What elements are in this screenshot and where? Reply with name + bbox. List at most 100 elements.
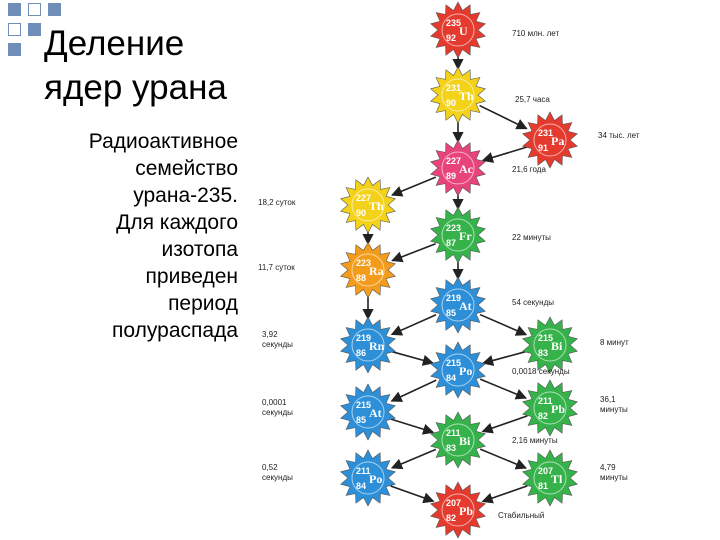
nuclide-core bbox=[351, 461, 385, 495]
nuclide-core bbox=[441, 353, 475, 387]
half-life-label: 21,6 года bbox=[512, 165, 546, 174]
half-life-line: 4,79 bbox=[600, 463, 616, 472]
nuclide-core bbox=[533, 391, 567, 425]
description-line: приведен bbox=[145, 265, 238, 288]
nuclide-symbol: At bbox=[369, 406, 382, 420]
description-line: Для каждого bbox=[116, 211, 238, 234]
decay-arrow-rn219-po215 bbox=[390, 350, 435, 366]
description-line: Радиоактивное bbox=[88, 130, 238, 153]
half-life-line: секунды bbox=[262, 408, 293, 417]
nuclide-atomic-number: 88 bbox=[356, 273, 366, 283]
nuclide-symbol: Ac bbox=[459, 162, 474, 176]
decay-arrow-po215-pb211 bbox=[479, 378, 528, 400]
half-life-line: секунды bbox=[262, 340, 293, 349]
nuclide-core bbox=[441, 78, 475, 112]
nuclide-atomic-number: 81 bbox=[538, 481, 548, 491]
nuclide-mass: 207 bbox=[538, 466, 553, 476]
half-life-line: 0,0001 bbox=[262, 398, 287, 407]
nuclide-mass: 223 bbox=[446, 223, 461, 233]
nuclide-core bbox=[533, 123, 567, 157]
nuclide-mass: 223 bbox=[356, 258, 371, 268]
half-life-line: 2,16 минуты bbox=[512, 436, 558, 445]
nuclide-atomic-number: 87 bbox=[446, 238, 456, 248]
nuclide-symbol: Po bbox=[459, 364, 472, 378]
slide-title: Деление ядер урана bbox=[44, 22, 227, 110]
nuclide-atomic-number: 86 bbox=[356, 348, 366, 358]
nuclide-core bbox=[441, 218, 475, 252]
nuclide-symbol: Pa bbox=[551, 134, 564, 148]
nuclide-mass: 219 bbox=[446, 293, 461, 303]
nuclide-atomic-number: 85 bbox=[446, 308, 456, 318]
nuclide-mass: 215 bbox=[356, 400, 371, 410]
decay-arrow-at219-rn219 bbox=[390, 314, 437, 336]
nuclide-symbol: Th bbox=[459, 89, 474, 103]
half-life-label: 2,16 минуты bbox=[512, 436, 558, 445]
nuclide-atomic-number: 90 bbox=[356, 208, 366, 218]
nuclide-atomic-number: 85 bbox=[356, 415, 366, 425]
nuclide-mass: 211 bbox=[356, 466, 371, 476]
nuclide-mass: 227 bbox=[356, 193, 371, 203]
half-life-line: 54 секунды bbox=[512, 298, 554, 307]
description-line: полураспада bbox=[112, 319, 238, 342]
title-line-2: ядер урана bbox=[44, 68, 227, 107]
nuclide-mass: 207 bbox=[446, 498, 461, 508]
decay-arrow-pa231-ac227 bbox=[481, 146, 528, 163]
nuclide-mass: 231 bbox=[446, 83, 461, 93]
half-life-line: секунды bbox=[262, 473, 293, 482]
nuclide-atomic-number: 89 bbox=[446, 171, 456, 181]
nuclide-mass: 215 bbox=[446, 358, 461, 368]
nuclide-core bbox=[441, 151, 475, 185]
half-life-line: минуты bbox=[600, 473, 628, 482]
half-life-label: 22 минуты bbox=[512, 233, 551, 242]
half-life-line: Стабильный bbox=[498, 511, 544, 520]
decay-arrow-po211-pb207 bbox=[390, 485, 435, 504]
half-life-line: 8 минут bbox=[600, 338, 629, 347]
nuclide-mass: 215 bbox=[538, 333, 553, 343]
half-life-line: 22 минуты bbox=[512, 233, 551, 242]
nuclide-core bbox=[351, 188, 385, 222]
nuclide-symbol: Pb bbox=[551, 402, 565, 416]
decay-arrow-bi211-po211 bbox=[390, 448, 437, 470]
description-line: изотопа bbox=[161, 238, 238, 261]
nuclide-atomic-number: 90 bbox=[446, 98, 456, 108]
nuclide-symbol: At bbox=[459, 299, 472, 313]
decay-arrow-fr223-ra223 bbox=[391, 242, 436, 263]
half-life-line: 25,7 часа bbox=[515, 95, 550, 104]
nuclide-symbol: Bi bbox=[459, 434, 471, 448]
half-life-line: 11,7 суток bbox=[258, 263, 295, 272]
half-life-label: 0,0018 секунды bbox=[512, 367, 570, 376]
nuclide-atomic-number: 91 bbox=[538, 143, 548, 153]
half-life-line: 21,6 года bbox=[512, 165, 546, 174]
half-life-line: 0,0018 секунды bbox=[512, 367, 570, 376]
nuclide-symbol: U bbox=[459, 24, 468, 38]
nuclide-core bbox=[441, 13, 475, 47]
decay-arrow-ac227-th227 bbox=[391, 176, 437, 197]
nuclide-atomic-number: 83 bbox=[446, 443, 456, 453]
nuclide-symbol: Bi bbox=[551, 339, 563, 353]
nuclide-core bbox=[351, 395, 385, 429]
nuclide-atomic-number: 84 bbox=[356, 481, 366, 491]
nuclide-core bbox=[351, 253, 385, 287]
nuclide-mass: 235 bbox=[446, 18, 461, 28]
nuclide-core bbox=[441, 423, 475, 457]
half-life-label: 34 тыс. лет bbox=[598, 131, 640, 140]
nuclide-atomic-number: 92 bbox=[446, 33, 456, 43]
title-line-1: Деление bbox=[44, 24, 185, 63]
nuclide-symbol: Fr bbox=[459, 229, 472, 243]
